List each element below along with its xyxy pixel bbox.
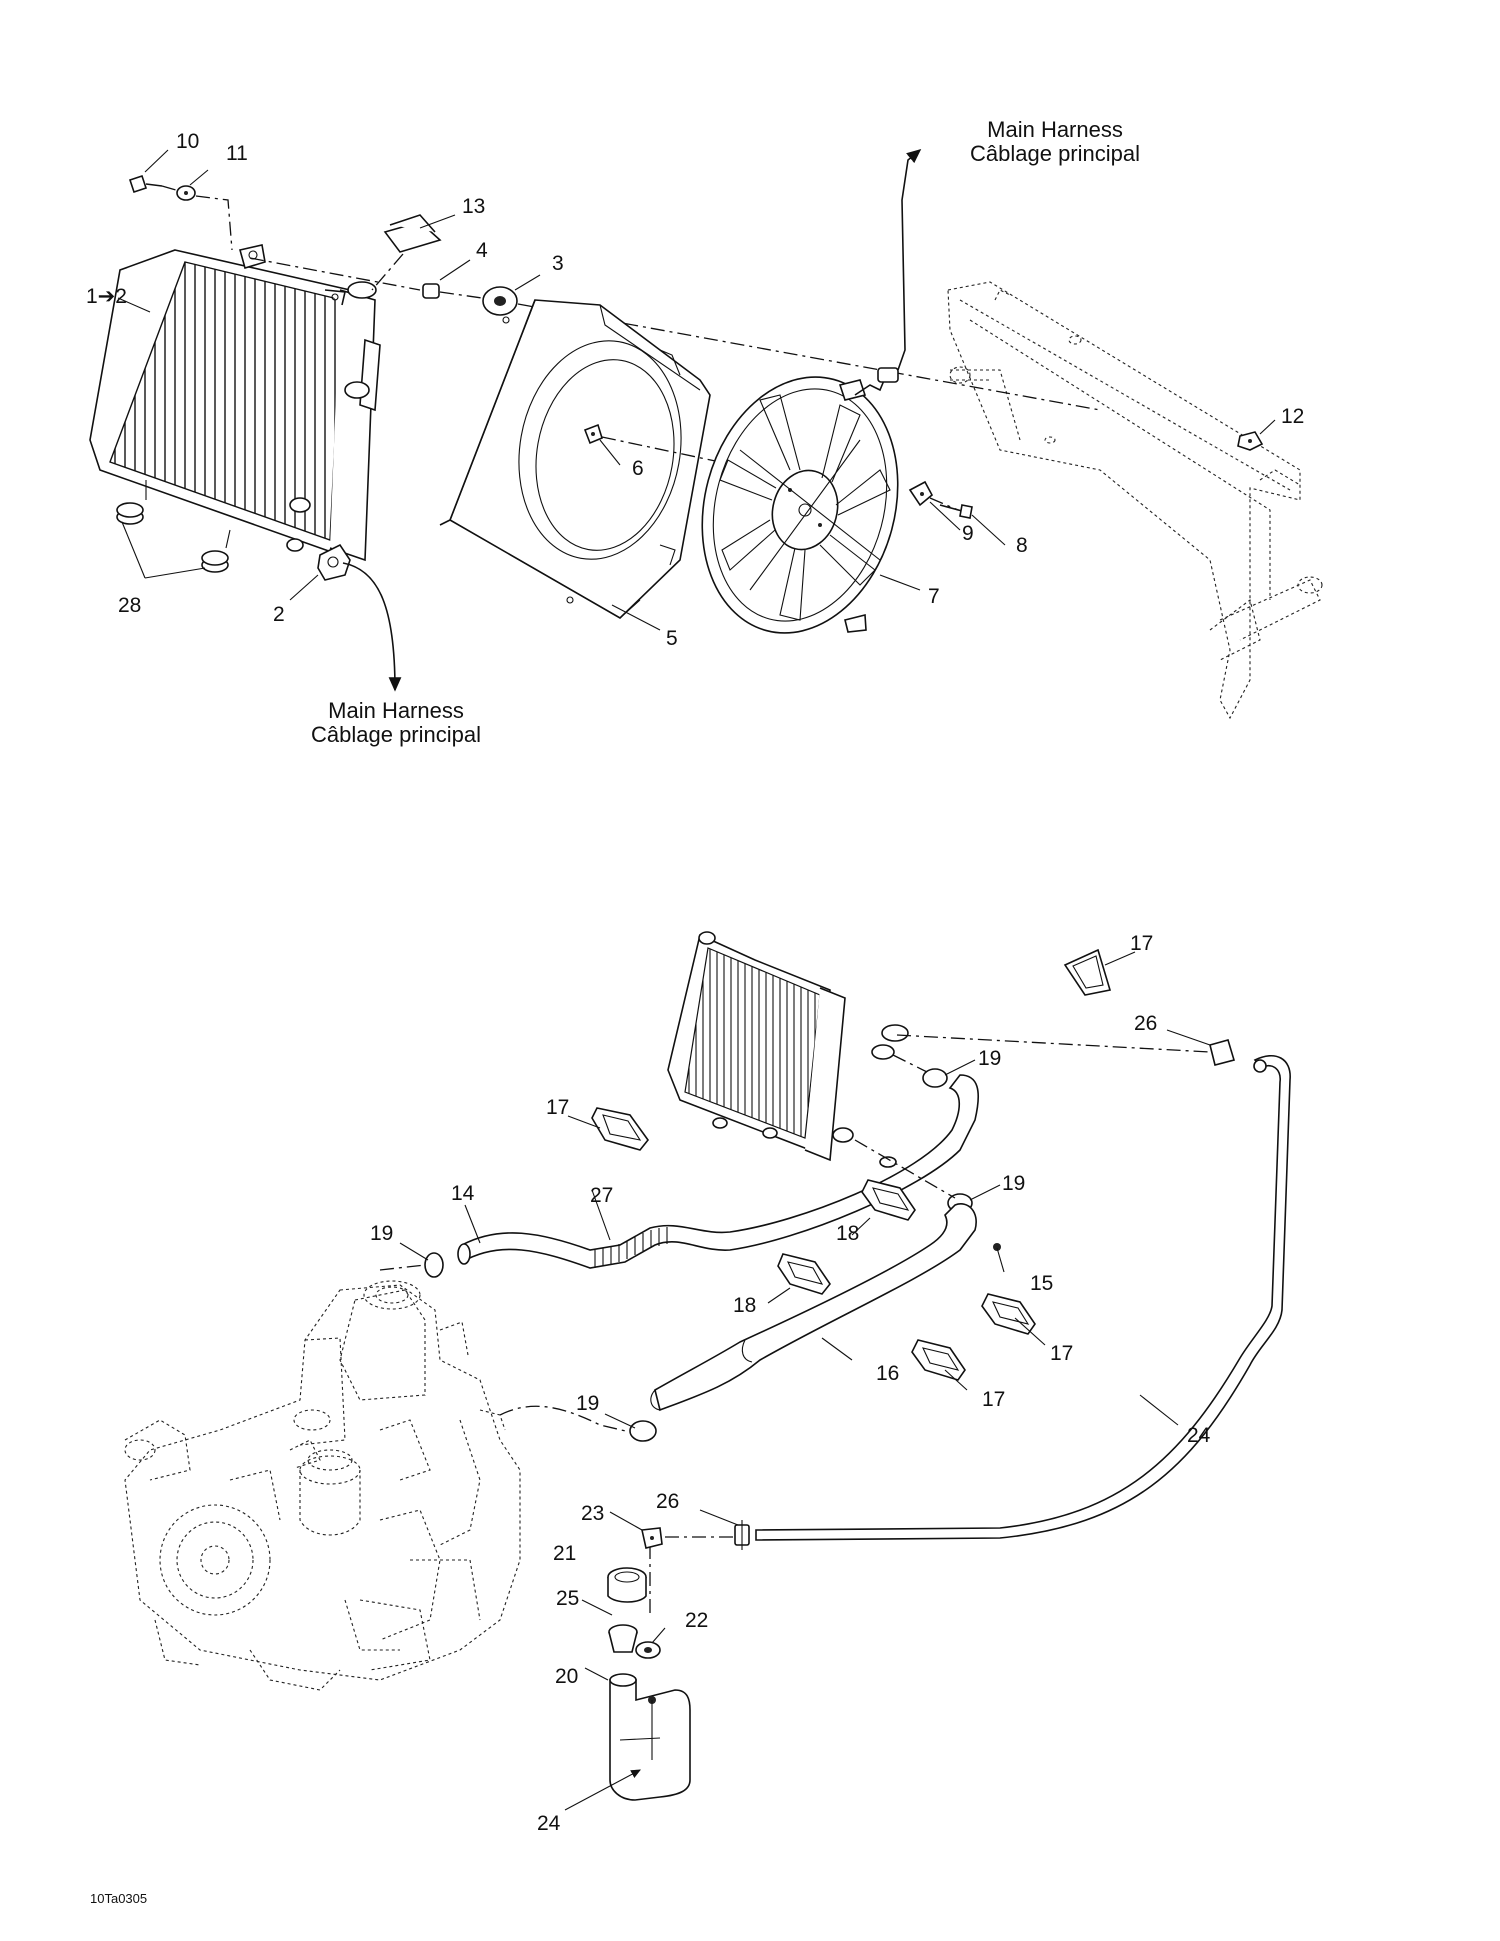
callout-1-2: 1➔2 — [86, 285, 127, 308]
radiator-cap-13 — [383, 214, 442, 253]
bracket-18-b — [777, 1253, 831, 1295]
callout-18-b: 18 — [733, 1294, 756, 1317]
cooling-fan-7 — [701, 376, 899, 634]
callout-9: 9 — [962, 522, 974, 545]
figure-code: 10Ta0305 — [90, 1891, 147, 1906]
callout-19-a: 19 — [978, 1047, 1001, 1070]
grommet-22 — [635, 1641, 661, 1659]
harness-top-line1: Main Harness — [987, 117, 1123, 142]
lower-radiator-hose-15-16 — [650, 1203, 1001, 1412]
clip-26-upper — [1209, 1039, 1236, 1066]
clip-26-lower — [734, 1520, 750, 1550]
coolant-reservoir-20 — [609, 1673, 691, 1801]
rubber-mount-28 — [116, 480, 231, 573]
callout-11: 11 — [226, 142, 248, 165]
callout-24-a: 24 — [1187, 1424, 1211, 1447]
callout-10: 10 — [176, 130, 199, 153]
bracket-17-b — [591, 1107, 650, 1151]
callout-26-b: 26 — [656, 1490, 679, 1513]
radiator-lower-view — [667, 931, 909, 1168]
callout-13: 13 — [462, 195, 485, 218]
harness-label-top: Main Harness Câblage principal — [970, 117, 1140, 166]
callout-17-a: 17 — [1130, 932, 1153, 955]
engine-assembly — [124, 1280, 521, 1691]
temperature-sensor-2 — [317, 543, 351, 581]
callout-22: 22 — [685, 1609, 708, 1632]
strainer-25 — [608, 1624, 638, 1653]
callout-18-a: 18 — [836, 1222, 859, 1245]
callout-16: 16 — [876, 1362, 899, 1385]
callout-20: 20 — [555, 1665, 578, 1688]
callout-19-b: 19 — [1002, 1172, 1025, 1195]
harness-bottom-line2: Câblage principal — [311, 722, 481, 747]
spacer-4 — [422, 283, 440, 299]
callout-24-b: 24 — [537, 1812, 561, 1835]
overflow-hose-24 — [755, 1055, 1291, 1541]
screw-8 — [939, 504, 973, 519]
callout-26-a: 26 — [1134, 1012, 1157, 1035]
nut-12 — [1237, 431, 1264, 451]
bracket-18-a — [861, 1179, 916, 1221]
grommet-3 — [482, 286, 518, 316]
callout-5: 5 — [666, 627, 678, 650]
callout-23: 23 — [581, 1502, 604, 1525]
callout-25: 25 — [556, 1587, 579, 1610]
callout-17-b: 17 — [546, 1096, 569, 1119]
callout-14: 14 — [451, 1182, 475, 1205]
vehicle-frame — [947, 281, 1323, 720]
bracket-17-c — [981, 1293, 1036, 1335]
leader-lines-bottom — [399, 951, 1211, 1811]
harness-top-line2: Câblage principal — [970, 141, 1140, 166]
callout-2: 2 — [273, 603, 285, 626]
harness-label-bottom: Main Harness Câblage principal — [311, 698, 481, 747]
hose-clamp-19-a — [922, 1068, 948, 1088]
leader-lines-top — [117, 149, 1276, 631]
callout-17-c: 17 — [1050, 1342, 1073, 1365]
radiator — [89, 244, 381, 562]
nut-6 — [583, 423, 603, 445]
callout-8: 8 — [1016, 534, 1028, 557]
callout-12: 12 — [1281, 405, 1304, 428]
fan-shroud-5 — [439, 299, 711, 619]
callout-3: 3 — [552, 252, 564, 275]
screw-10 — [128, 174, 163, 194]
washer-11 — [176, 185, 196, 201]
callout-4: 4 — [476, 239, 488, 262]
upper-radiator-hose-14-27 — [457, 1074, 980, 1269]
callout-labels: 1➔2 10 11 13 4 3 6 5 7 8 9 12 28 2 17 26… — [86, 130, 1304, 1835]
callout-19-c: 19 — [370, 1222, 393, 1245]
harness-bottom-line1: Main Harness — [328, 698, 464, 723]
callout-7: 7 — [928, 585, 940, 608]
callout-21: 21 — [553, 1542, 576, 1565]
assembly-guide-lines-bottom — [379, 1034, 1211, 1615]
callout-19-d: 19 — [576, 1392, 599, 1415]
fitting-23 — [641, 1527, 663, 1549]
hose-clamp-19-d — [629, 1420, 657, 1442]
callout-6: 6 — [632, 457, 644, 480]
reservoir-cap-21 — [607, 1567, 647, 1603]
hose-clamp-19-c — [424, 1252, 444, 1278]
clip-9 — [908, 480, 934, 507]
bracket-17-a — [1063, 948, 1112, 996]
callout-28: 28 — [118, 594, 141, 617]
bracket-17-d — [911, 1339, 966, 1381]
callout-27: 27 — [590, 1184, 613, 1207]
callout-17-d: 17 — [982, 1388, 1005, 1411]
callout-15: 15 — [1030, 1272, 1053, 1295]
